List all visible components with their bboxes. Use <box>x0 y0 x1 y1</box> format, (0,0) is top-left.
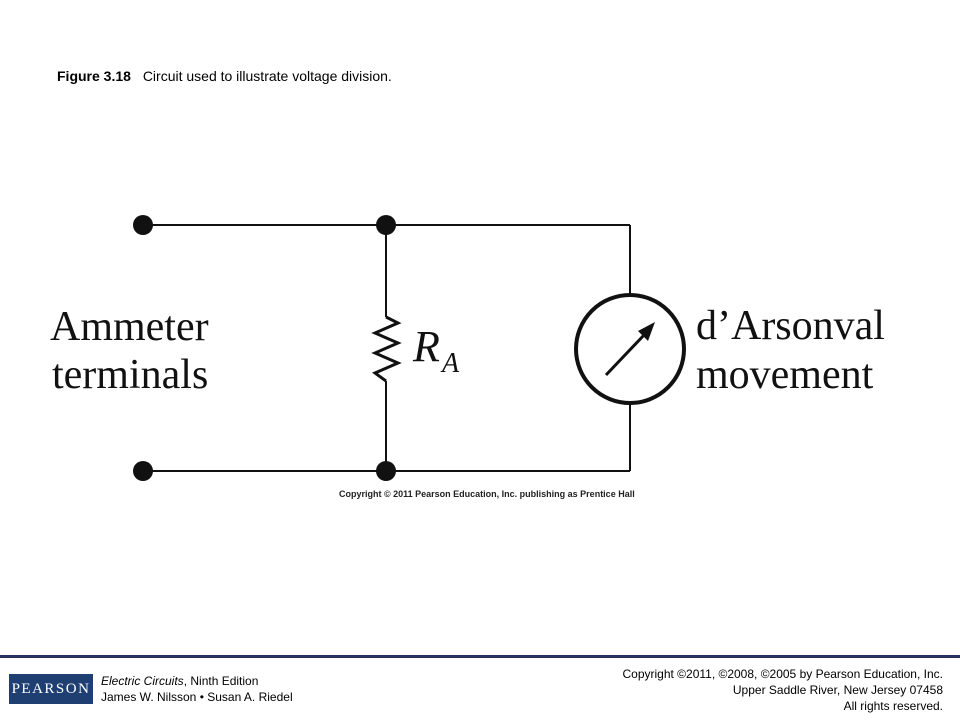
book-title-line: Electric Circuits, Ninth Edition <box>101 673 293 689</box>
figure-caption-text: Circuit used to illustrate voltage divis… <box>142 68 392 84</box>
terminal-top <box>133 215 153 235</box>
darsonval-label-line2: movement <box>696 352 874 398</box>
book-authors: James W. Nilsson • Susan A. Riedel <box>101 690 293 704</box>
book-edition: , Ninth Edition <box>183 674 259 688</box>
figure-copyright: Copyright © 2011 Pearson Education, Inc.… <box>339 489 635 499</box>
footer-copyright: Copyright ©2011, ©2008, ©2005 by Pearson… <box>622 666 943 714</box>
node-top <box>376 215 396 235</box>
figure-caption: Figure 3.18 Circuit used to illustrate v… <box>57 68 392 84</box>
copyright-line3: All rights reserved. <box>843 699 943 713</box>
resistor-subscript: A <box>440 348 460 379</box>
copyright-line1: Copyright ©2011, ©2008, ©2005 by Pearson… <box>622 667 943 681</box>
resistor-zigzag <box>371 315 402 383</box>
meter-needle <box>604 332 647 377</box>
ammeter-label-line1: Ammeter <box>50 304 209 350</box>
node-bottom <box>376 461 396 481</box>
galvanometer-icon <box>574 293 686 405</box>
pearson-logo-text: PEARSON <box>11 680 91 697</box>
meter-arrowhead <box>638 322 655 341</box>
resistor-symbol: R <box>412 322 440 371</box>
pearson-logo: PEARSON <box>9 674 93 704</box>
book-title: Electric Circuits <box>101 674 184 688</box>
footer-divider <box>0 655 960 658</box>
darsonval-label-line1: d’Arsonval <box>696 303 885 349</box>
copyright-line2: Upper Saddle River, New Jersey 07458 <box>732 683 943 697</box>
ammeter-label-line2: terminals <box>52 352 208 398</box>
terminal-bottom <box>133 461 153 481</box>
figure-number: Figure 3.18 <box>57 68 131 84</box>
book-info: Electric Circuits, Ninth Edition James W… <box>101 673 293 705</box>
